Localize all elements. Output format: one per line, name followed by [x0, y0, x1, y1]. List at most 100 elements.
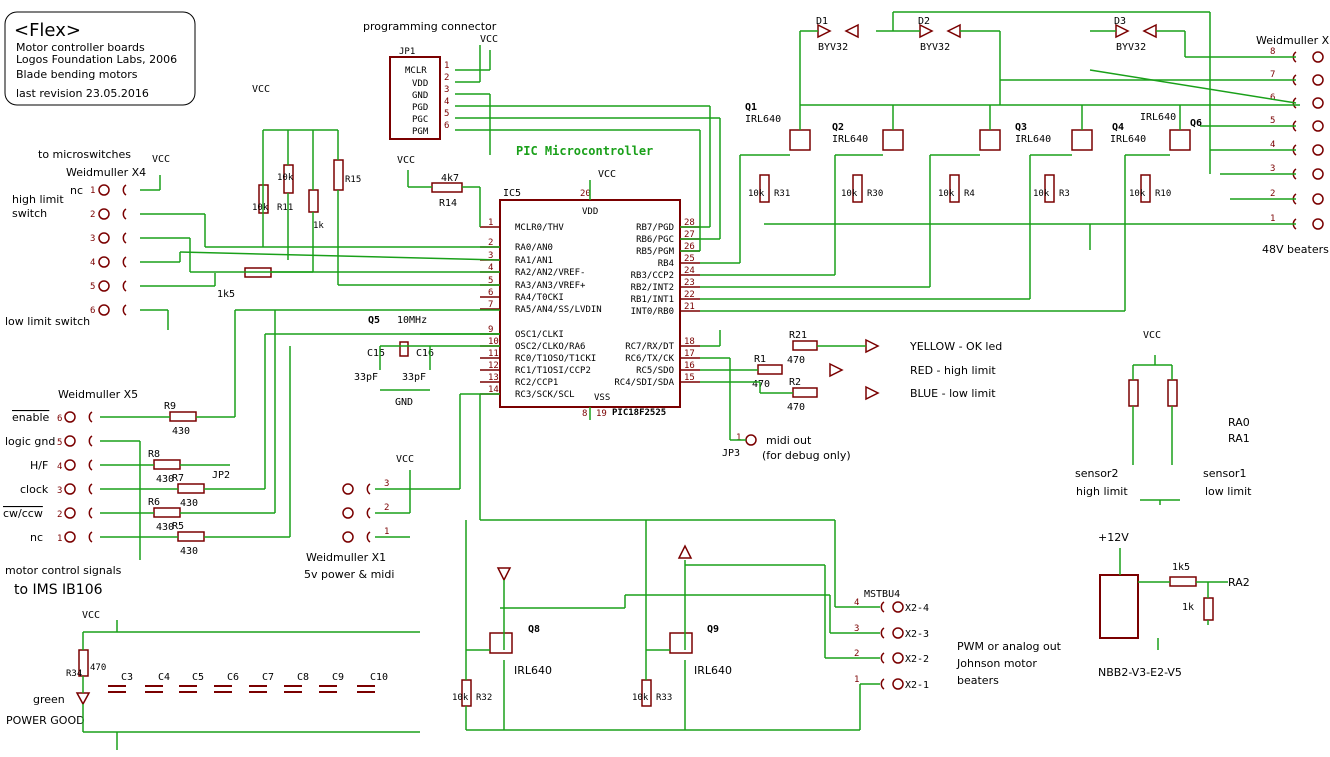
terminal-symbol [64, 507, 76, 519]
microcontroller: PIC Microcontroller IC5 VDD 20 VSS 8 19 … [480, 144, 700, 419]
x5-resistor [177, 483, 205, 494]
ic5-pin-name: RC6/TX/CK [625, 354, 674, 364]
x4-nc: nc [70, 184, 83, 197]
mosfet-part: IRL640 [832, 134, 868, 145]
mosfet-part: IRL640 [1140, 112, 1176, 123]
power-led [75, 692, 91, 706]
gate-resistor-ref: R31 [774, 189, 790, 199]
diode-ref: D1 [816, 16, 828, 27]
x2-pin-num: 3 [854, 624, 859, 634]
ic5-pin-num: 4 [488, 263, 493, 273]
socket-symbol [88, 531, 93, 543]
jp1-pin-name: PGM [412, 127, 429, 137]
title-block: <Flex> Motor controller boards Logos Fou… [4, 11, 196, 106]
sensor-pullup-2 [1167, 379, 1178, 407]
terminal-symbol [98, 304, 110, 316]
x5-signal-name: clock [20, 483, 49, 496]
terminal-symbol [1312, 168, 1324, 180]
r-1k-body [308, 189, 319, 213]
led-label: RED - high limit [910, 364, 996, 377]
ic5-pin-name: MCLR0/THV [515, 223, 564, 233]
vcc-label: VCC [82, 610, 100, 621]
pwm-text-3: beaters [957, 674, 999, 687]
terminal-symbol [98, 184, 110, 196]
x5-resistor-ref: R6 [148, 497, 160, 508]
cap-ref: C8 [297, 672, 309, 683]
r-1k-value: 1k [313, 221, 324, 231]
ic5-pin-num: 5 [488, 276, 493, 286]
socket-symbol [366, 483, 371, 495]
ic5-pin-num: 21 [684, 302, 695, 312]
pwm-text-1: PWM or analog out [957, 640, 1062, 653]
r15-ref: R15 [345, 175, 361, 185]
mosfet-part: IRL640 [745, 114, 781, 125]
x3-label: Weidmuller X3 [1256, 34, 1330, 47]
socket-symbol [122, 256, 127, 268]
terminal-symbol [1312, 74, 1324, 86]
cap-ref: C4 [158, 672, 170, 683]
socket-symbol [88, 435, 93, 447]
ic5-pin-name: RB1/INT1 [631, 295, 674, 305]
socket-symbol [88, 459, 93, 471]
mosfet-part: IRL640 [1110, 134, 1146, 145]
x5-resistor-value: 430 [180, 498, 198, 509]
led-resistor-ref: R2 [789, 377, 801, 388]
socket-symbol [366, 507, 371, 519]
terminal-symbol [342, 507, 354, 519]
cap-ref: C6 [227, 672, 239, 683]
pic-heading: PIC Microcontroller [516, 144, 653, 158]
r14-body [431, 182, 463, 193]
jp1-pin-num: 5 [444, 109, 449, 119]
title-line-3: Blade bending motors [16, 68, 138, 81]
ic5-pin-name: RC0/T1OSO/T1CKI [515, 354, 596, 364]
x4-low: low limit switch [5, 315, 90, 328]
led-resistor [792, 340, 818, 351]
x1-pin-num: 1 [384, 527, 389, 537]
r32-ref: R32 [476, 693, 492, 703]
vcc-label: VCC [152, 154, 170, 165]
ic5-pin-name: RA2/AN2/VREF- [515, 268, 585, 278]
terminal-symbol [892, 678, 904, 690]
ic5-pin-num: 7 [488, 300, 493, 310]
gate-resistor-ref: R3 [1059, 189, 1070, 199]
jp1-body [389, 56, 441, 140]
vcc-label: VCC [252, 84, 270, 95]
crystal-symbol [399, 341, 409, 357]
ic5-vss-num: 8 [582, 409, 587, 419]
x5-pin-num: 2 [57, 510, 62, 520]
ic5-pin-num: 24 [684, 266, 695, 276]
q8-ref: Q8 [528, 624, 540, 635]
gate-resistor-ref: R4 [964, 189, 975, 199]
terminal-symbol [64, 483, 76, 495]
x1-pin-num: 3 [384, 479, 389, 489]
x5-pin-num: 3 [57, 486, 62, 496]
diode-part: BYV32 [1116, 42, 1146, 53]
c16-value: 33pF [402, 372, 426, 383]
power-good-label: POWER GOOD [6, 714, 85, 727]
jp2-ref: JP2 [212, 470, 230, 481]
ic5-pin-num: 26 [684, 242, 695, 252]
x3-pin-num: 7 [1270, 70, 1275, 80]
led-symbol [865, 338, 880, 354]
ic5-ref: IC5 [503, 188, 521, 199]
ic5-pin-num: 12 [488, 361, 499, 371]
terminal-symbol [342, 531, 354, 543]
ic5-pin-name: RB5/PGM [636, 247, 675, 257]
ic5-pin-num: 18 [684, 337, 695, 347]
mosfet-symbol [789, 129, 811, 151]
gate-resistor-body [759, 174, 770, 203]
terminal-symbol [1312, 97, 1324, 109]
x5-signal-name: nc [30, 531, 43, 544]
r32-value: 10k [452, 693, 469, 703]
x3-pin-num: 5 [1270, 116, 1275, 126]
jp1-pin-name: VDD [412, 79, 428, 89]
jp1-pin-name: PGC [412, 115, 428, 125]
diode-symbol [946, 23, 961, 39]
ra1-label: RA1 [1228, 432, 1250, 445]
ic5-pin-name: RA4/T0CKI [515, 293, 564, 303]
x4-heading: to microswitches [38, 148, 131, 161]
